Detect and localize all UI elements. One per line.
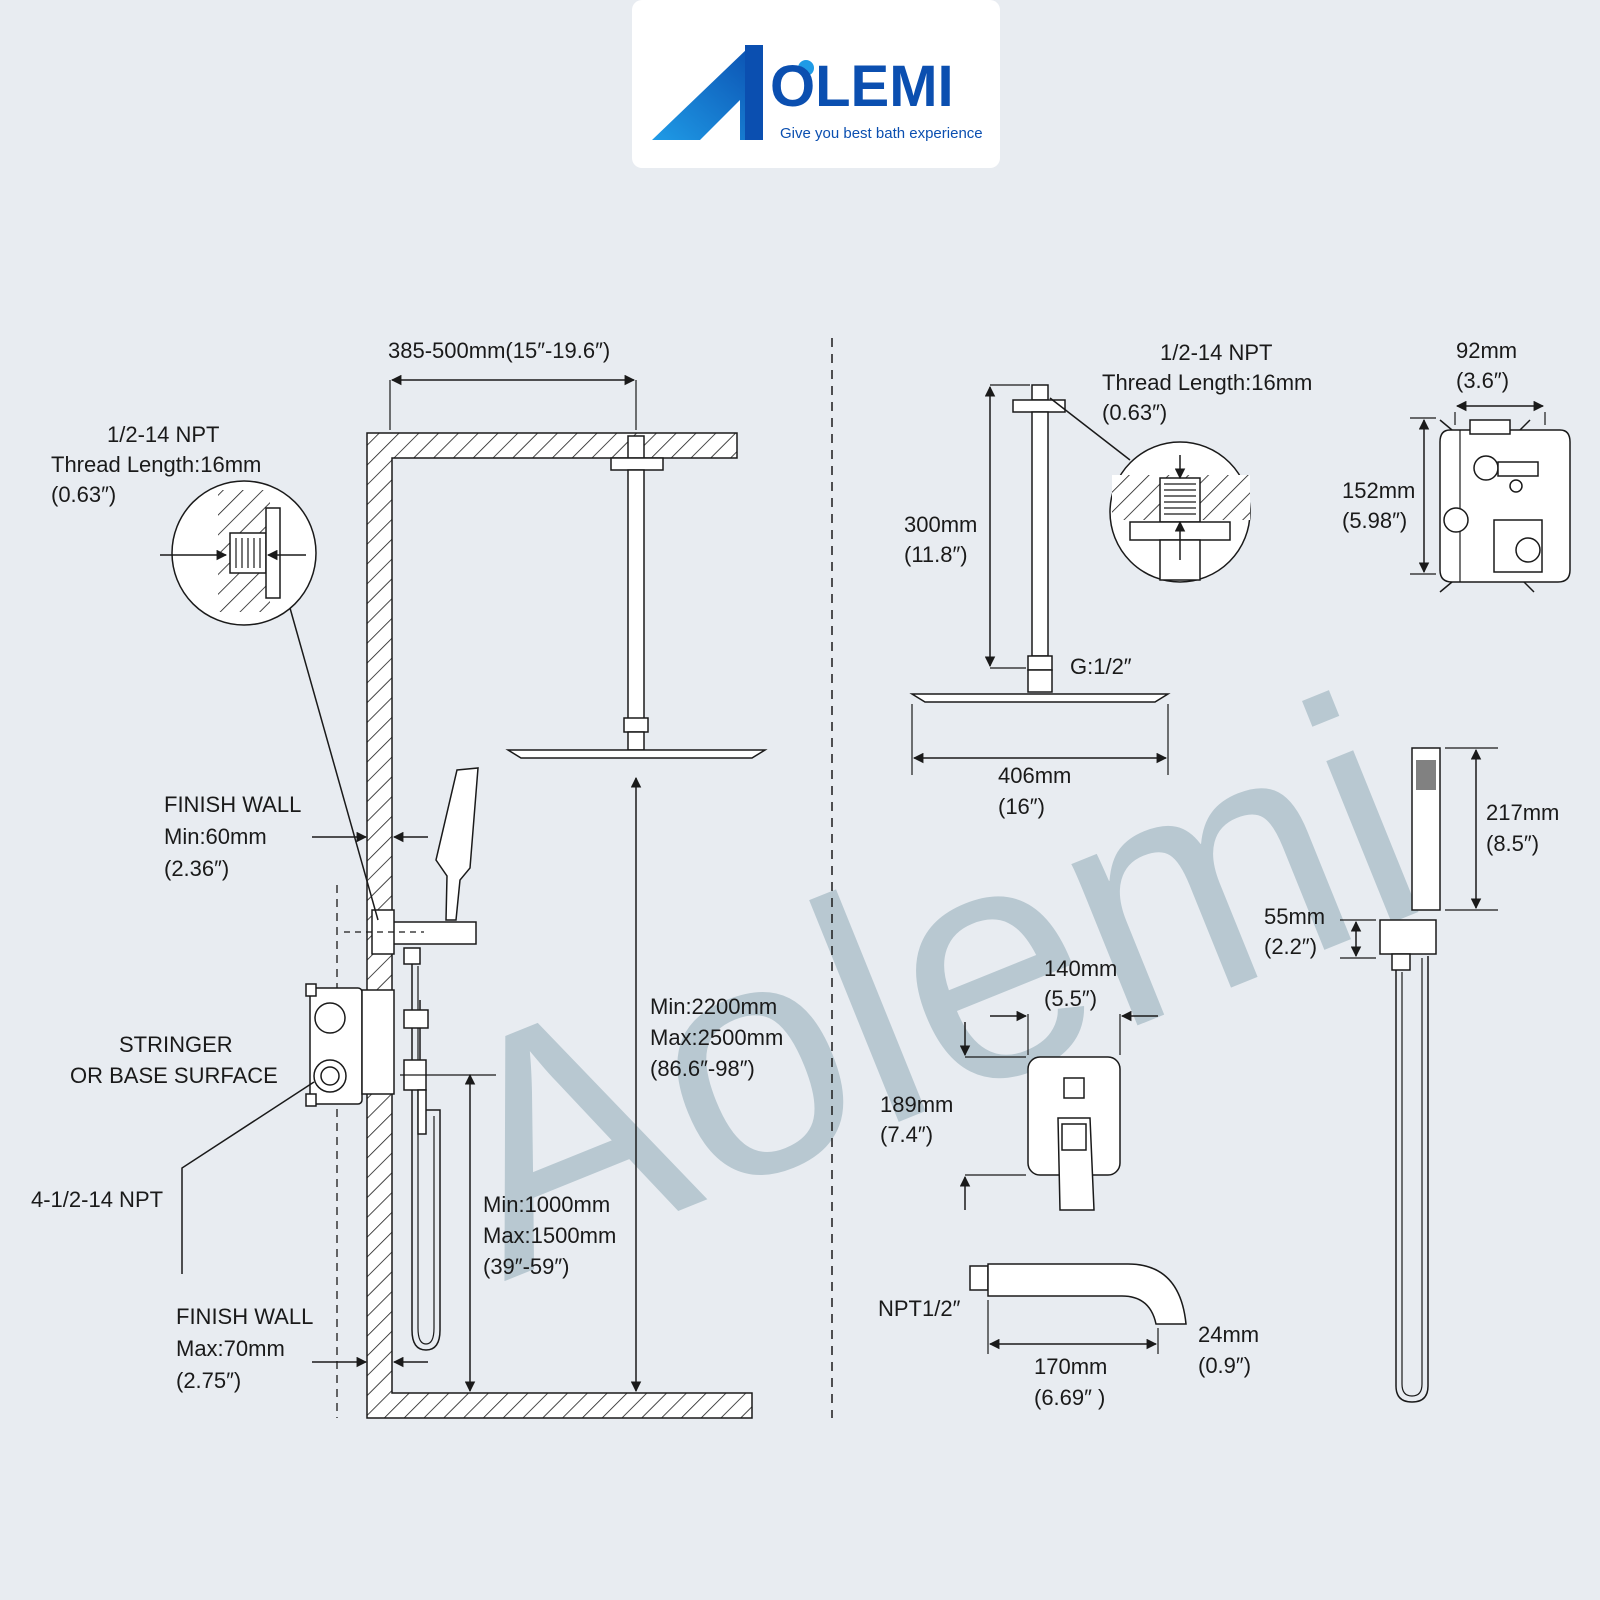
valve-width-label-2: (3.6″) [1456, 368, 1509, 393]
head-height-label-1: Min:2200mm [650, 994, 777, 1019]
left-detail-leader [289, 607, 379, 921]
head-height-label-3: (86.6″-98″) [650, 1056, 755, 1081]
valve-width-label-1: 92mm [1456, 338, 1517, 363]
labels: 385-500mm(15″-19.6″) 1/2-14 NPT Thread L… [31, 338, 1559, 1410]
trim-width-label-1: 140mm [1044, 956, 1117, 981]
left-thread-label-1: 1/2-14 NPT [107, 422, 220, 447]
logo-bubble-icon [798, 60, 814, 76]
npt-4-label: 4-1/2-14 NPT [31, 1187, 163, 1212]
stringer-label-1: STRINGER [119, 1032, 233, 1057]
finish-wall-min-label-1: FINISH WALL [164, 792, 301, 817]
handheld-shower-detail [1379, 747, 1441, 1403]
finish-wall-min-label-3: (2.36″) [164, 856, 229, 881]
logo-wordmark: OLEMI [770, 54, 954, 119]
head-height-label-2: Max:2500mm [650, 1025, 783, 1050]
stringer-label-2: OR BASE SURFACE [70, 1063, 278, 1088]
spout-length-label-2: (6.69″ ) [1034, 1385, 1105, 1410]
spout-npt-label: NPT1/2″ [878, 1296, 961, 1321]
finish-wall-max-label-1: FINISH WALL [176, 1304, 313, 1329]
left-thread-label-2: Thread Length:16mm [51, 452, 261, 477]
right-detail-leader [1049, 397, 1131, 461]
valve-height-label-2: Max:1500mm [483, 1223, 616, 1248]
rain-shower-head-side [505, 435, 768, 759]
tub-spout-detail [969, 1263, 1187, 1325]
head-width-label-1: 406mm [998, 763, 1071, 788]
right-thread-detail [1109, 441, 1251, 583]
valve-body-side [305, 983, 395, 1107]
g-thread-label: G:1/2″ [1070, 654, 1132, 679]
rough-in-valve [1439, 419, 1571, 593]
valve-height-label-3: (39″-59″) [483, 1254, 570, 1279]
right-thread-label-3: (0.63″) [1102, 400, 1167, 425]
logo-tagline: Give you best bath experience [780, 125, 983, 142]
handheld-length-label-1: 217mm [1486, 800, 1559, 825]
spout-height-label-1: 24mm [1198, 1322, 1259, 1347]
finish-wall-max-label-3: (2.75″) [176, 1368, 241, 1393]
finish-wall-min-label-2: Min:60mm [164, 824, 267, 849]
holder-height-label-2: (2.2″) [1264, 934, 1317, 959]
trim-height-label-2: (7.4″) [880, 1122, 933, 1147]
spout-height-label-2: (0.9″) [1198, 1353, 1251, 1378]
trim-width-label-2: (5.5″) [1044, 986, 1097, 1011]
valve-height-detail-label-2: (5.98″) [1342, 508, 1407, 533]
spout-length-label-1: 170mm [1034, 1354, 1107, 1379]
arm-span-label: 385-500mm(15″-19.6″) [388, 338, 610, 363]
finish-wall-max-label-2: Max:70mm [176, 1336, 285, 1361]
left-thread-label-3: (0.63″) [51, 482, 116, 507]
handheld-length-label-2: (8.5″) [1486, 831, 1539, 856]
left-thread-detail [160, 480, 317, 626]
valve-height-detail-label-1: 152mm [1342, 478, 1415, 503]
trim-height-label-1: 189mm [880, 1092, 953, 1117]
right-thread-label-2: Thread Length:16mm [1102, 370, 1312, 395]
head-width-label-2: (16″) [998, 794, 1045, 819]
npt-leader [181, 1081, 315, 1274]
handheld-slide-bar-side [371, 767, 479, 1351]
arm-length-label-1: 300mm [904, 512, 977, 537]
valve-height-label-1: Min:1000mm [483, 1192, 610, 1217]
wall-section [366, 432, 753, 1419]
brand-logo: OLEMI Give you best bath experience [632, 0, 1000, 168]
trim-plate-detail [1027, 1056, 1121, 1211]
shower-arm-detail [909, 384, 1171, 703]
arm-length-label-2: (11.8″) [904, 542, 968, 567]
logo-mark-icon [652, 48, 760, 140]
right-thread-label-1: 1/2-14 NPT [1160, 340, 1273, 365]
holder-height-label-1: 55mm [1264, 904, 1325, 929]
